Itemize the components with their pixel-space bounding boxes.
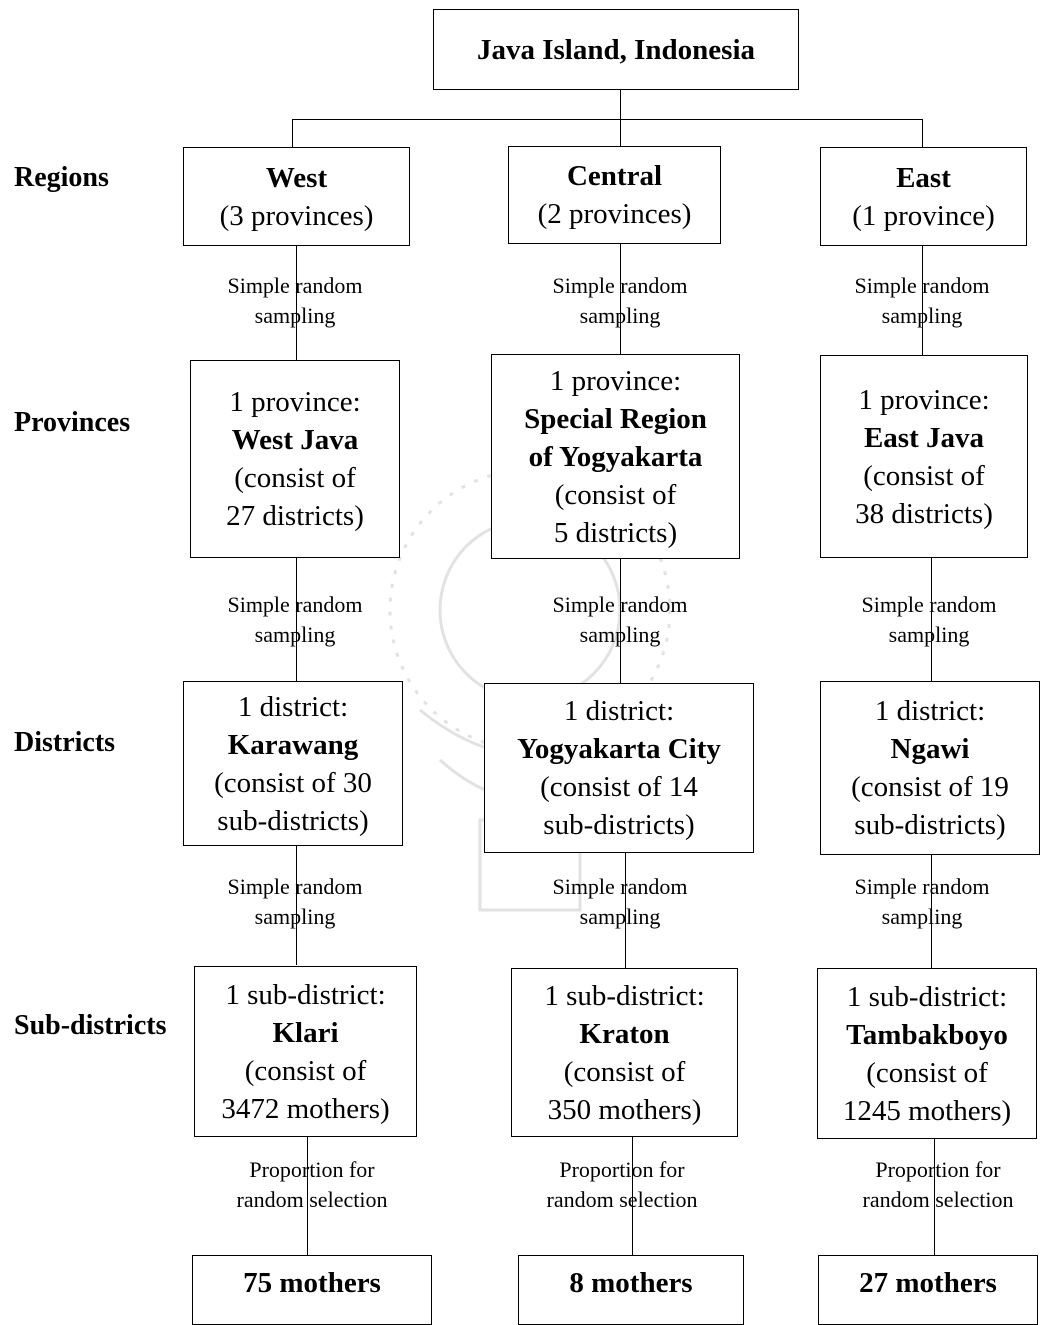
subdistrict-name: Kraton [579, 1017, 670, 1050]
province-name: East Java [863, 421, 985, 454]
connector-line [620, 243, 621, 354]
district-node-east: 1 district: Ngawi (consist of 19 sub-dis… [820, 681, 1040, 855]
region-detail: (2 provinces) [537, 198, 692, 230]
region-detail: (1 province) [852, 199, 995, 232]
root-label: Java Island, Indonesia [476, 33, 756, 66]
region-name: Central [566, 160, 663, 192]
connector-line [922, 119, 923, 147]
province-node-central: 1 province: Special Region of Yogyakarta… [491, 354, 740, 559]
region-node-west: West (3 provinces) [183, 147, 410, 246]
region-name: East [896, 161, 951, 194]
region-name: West [265, 161, 328, 194]
sample-node-east: 27 mothers [818, 1255, 1038, 1325]
district-node-west: 1 district: Karawang (consist of 30 sub-… [183, 681, 403, 846]
connector-line [934, 1138, 935, 1255]
connector-line [296, 845, 297, 965]
connector-line [931, 557, 932, 681]
sample-node-west: 75 mothers [192, 1255, 432, 1325]
province-name: Special Region [524, 402, 707, 435]
connector-line [931, 855, 932, 968]
sample-size: 27 mothers [859, 1267, 997, 1299]
district-name: Yogyakarta City [517, 733, 721, 765]
subdistrict-name: Klari [272, 1016, 339, 1049]
connector-line [307, 1136, 308, 1255]
level-label-districts: Districts [14, 727, 116, 758]
connector-line [292, 119, 293, 147]
region-node-central: Central (2 provinces) [508, 146, 721, 244]
province-name: of Yogyakarta [528, 440, 703, 473]
connector-line [625, 852, 626, 968]
connector-line [620, 119, 621, 147]
level-label-provinces: Provinces [14, 407, 131, 438]
province-node-west: 1 province: West Java (consist of 27 dis… [190, 360, 400, 558]
subdistrict-node-central: 1 sub-district: Kraton (consist of 350 m… [511, 968, 738, 1137]
connector-line [922, 245, 923, 355]
level-label-regions: Regions [14, 162, 109, 193]
district-name: Karawang [227, 728, 359, 761]
province-name: West Java [231, 424, 359, 456]
province-node-east: 1 province: East Java (consist of 38 dis… [820, 355, 1028, 558]
connector-line [292, 119, 923, 120]
connector-line [296, 245, 297, 360]
sample-node-central: 8 mothers [518, 1255, 744, 1325]
subdistrict-node-east: 1 sub-district: Tambakboyo (consist of 1… [817, 968, 1037, 1139]
subdistrict-node-west: 1 sub-district: Klari (consist of 3472 m… [194, 966, 417, 1137]
sample-size: 75 mothers [243, 1267, 381, 1299]
connector-line [632, 1136, 633, 1255]
region-node-east: East (1 province) [820, 147, 1027, 246]
district-name: Ngawi [890, 733, 970, 765]
root-node: Java Island, Indonesia [433, 9, 799, 90]
region-detail: (3 provinces) [219, 199, 374, 232]
subdistrict-name: Tambakboyo [846, 1018, 1008, 1051]
sample-size: 8 mothers [569, 1267, 693, 1299]
level-label-subdistricts: Sub-districts [14, 1010, 167, 1041]
district-node-central: 1 district: Yogyakarta City (consist of … [484, 683, 754, 853]
connector-line [620, 90, 621, 119]
connector-line [620, 559, 621, 683]
connector-line [296, 557, 297, 681]
